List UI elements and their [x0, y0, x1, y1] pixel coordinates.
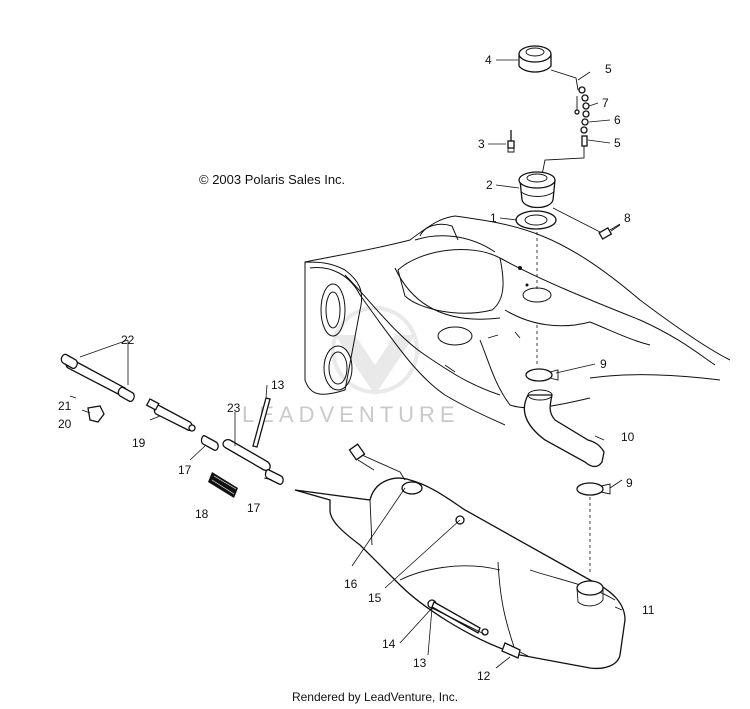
spring-sleeve — [208, 472, 238, 498]
filler-neck — [515, 171, 557, 230]
callout-21: 21 — [58, 399, 72, 413]
callout-23: 23 — [227, 401, 241, 415]
collar-17a — [200, 435, 219, 451]
fuel-cap — [518, 45, 552, 73]
callout-8: 8 — [624, 211, 631, 225]
callout-9a: 9 — [600, 357, 607, 371]
callout-18: 18 — [195, 507, 209, 521]
fill-hose — [523, 389, 605, 468]
clamps — [525, 368, 611, 496]
copyright-notice: © 2003 Polaris Sales Inc. — [199, 172, 346, 187]
callout-15: 15 — [368, 591, 382, 605]
callout-3: 3 — [478, 137, 485, 151]
callout-6: 6 — [614, 113, 621, 127]
callout-16: 16 — [344, 577, 358, 591]
callout-5b: 5 — [614, 136, 621, 150]
callout-9b: 9 — [626, 476, 633, 490]
frame-body — [304, 215, 731, 426]
callout-17b: 17 — [247, 501, 261, 515]
callout-7: 7 — [602, 96, 609, 110]
tether-chain — [541, 69, 590, 176]
callout-12: 12 — [477, 669, 491, 683]
callout-14: 14 — [382, 637, 396, 651]
watermark-logo — [331, 306, 419, 395]
collar-17b — [264, 469, 284, 485]
callout-1: 1 — [490, 211, 497, 225]
callout-19: 19 — [132, 436, 146, 450]
screw — [507, 130, 515, 153]
hose-23 — [222, 439, 271, 472]
callout-labels: 4 5 7 6 5 3 2 1 8 9 10 9 11 12 13 13 14 … — [58, 53, 655, 683]
callout-5a: 5 — [605, 62, 612, 76]
vent-fitting — [598, 223, 621, 240]
fuel-tank — [294, 477, 626, 670]
vent-tube — [252, 397, 271, 448]
watermark-text: LEADVENTURE — [242, 402, 460, 427]
callout-13b: 13 — [413, 656, 427, 670]
rendered-by-footer: Rendered by LeadVenture, Inc. — [291, 690, 459, 704]
sender-harness — [348, 443, 406, 481]
callout-17a: 17 — [178, 463, 192, 477]
callout-20: 20 — [58, 417, 72, 431]
tube-21 — [60, 353, 135, 402]
fitting-19 — [145, 398, 196, 432]
callout-10: 10 — [621, 430, 635, 444]
callout-22: 22 — [121, 333, 135, 347]
callout-13a: 13 — [271, 378, 285, 392]
leader-lines — [69, 59, 623, 669]
callout-11: 11 — [642, 603, 655, 617]
callout-2: 2 — [486, 178, 493, 192]
callout-4: 4 — [485, 53, 492, 67]
clip-20 — [87, 405, 105, 423]
